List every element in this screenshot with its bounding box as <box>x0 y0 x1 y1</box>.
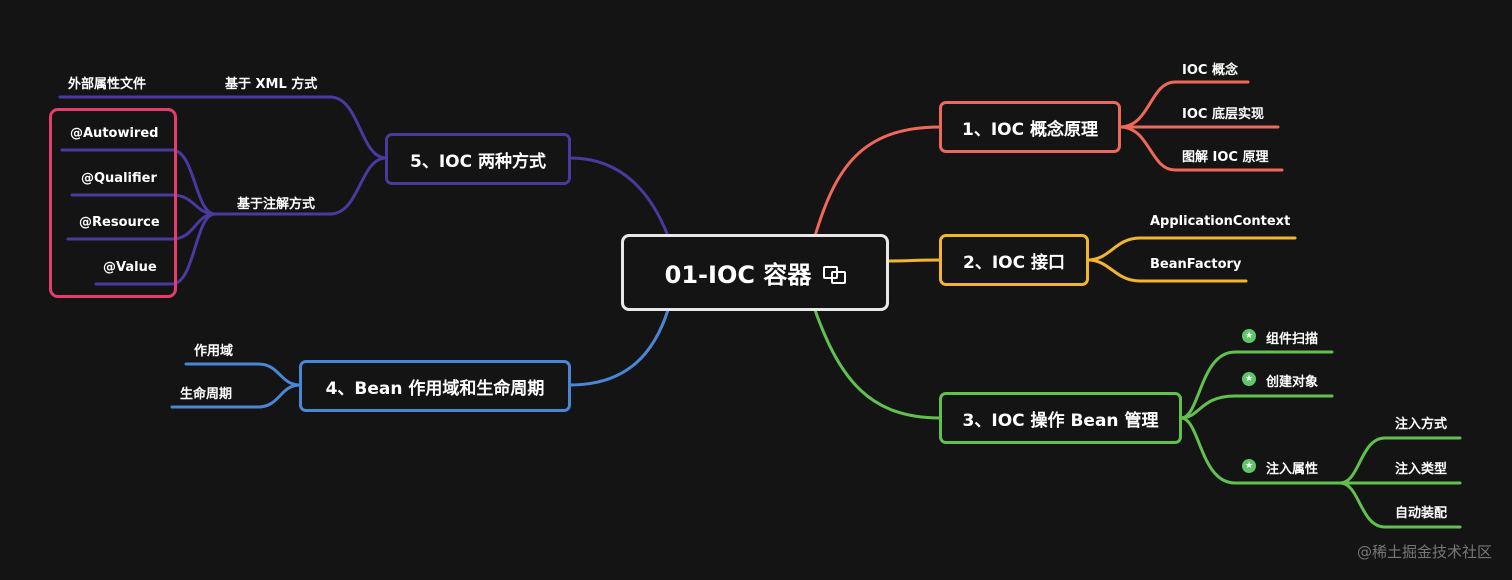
leaf-inject-property[interactable]: 注入属性 <box>1266 462 1319 477</box>
leaf-create-object[interactable]: 创建对象 <box>1266 375 1319 390</box>
edge-b3-s1 <box>1338 436 1462 485</box>
leaf-annotation-way[interactable]: 基于注解方式 <box>237 197 316 212</box>
edge-b1-i1 <box>1118 80 1250 129</box>
leaf-ioc-impl[interactable]: IOC 底层实现 <box>1182 107 1264 122</box>
edge-root-b1 <box>813 125 942 238</box>
branch-bean-management[interactable]: 3、IOC 操作 Bean 管理 <box>939 392 1182 444</box>
edge-b5-xml <box>220 95 388 160</box>
branch-ioc-two-ways[interactable]: 5、IOC 两种方式 <box>385 133 571 185</box>
leaf-component-scan[interactable]: 组件扫描 <box>1266 332 1319 347</box>
link-copy-icon <box>823 264 847 284</box>
branch-ioc-concept[interactable]: 1、IOC 概念原理 <box>939 101 1121 153</box>
edge-b4-i1 <box>184 362 302 387</box>
branch-ioc-interface-label: 2、IOC 接口 <box>963 252 1065 273</box>
edge-b3-i3 <box>1179 416 1342 485</box>
leaf-autowired[interactable]: @Autowired <box>70 126 159 141</box>
root-node[interactable]: 01-IOC 容器 <box>621 234 889 311</box>
edge-b5-anno <box>213 156 388 216</box>
leaf-inject-method[interactable]: 注入方式 <box>1395 417 1448 432</box>
leaf-ioc-concept[interactable]: IOC 概念 <box>1182 63 1238 78</box>
leaf-scope[interactable]: 作用域 <box>194 344 234 359</box>
branch-bean-scope[interactable]: 4、Bean 作用域和生命周期 <box>299 360 571 412</box>
edge-root-b4 <box>568 308 670 387</box>
leaf-ioc-diagram[interactable]: 图解 IOC 原理 <box>1182 150 1269 165</box>
leaf-autowire[interactable]: 自动装配 <box>1395 506 1448 521</box>
star-icon: ★ <box>1242 329 1256 343</box>
branch-bean-management-label: 3、IOC 操作 Bean 管理 <box>962 410 1159 431</box>
leaf-external-properties[interactable]: 外部属性文件 <box>68 77 147 92</box>
leaf-inject-type[interactable]: 注入类型 <box>1395 462 1448 477</box>
leaf-xml-way[interactable]: 基于 XML 方式 <box>225 77 318 92</box>
edge-b3-i2 <box>1179 394 1334 420</box>
branch-ioc-two-ways-label: 5、IOC 两种方式 <box>410 151 546 172</box>
leaf-lifecycle[interactable]: 生命周期 <box>180 387 233 402</box>
branch-bean-scope-label: 4、Bean 作用域和生命周期 <box>325 378 545 399</box>
edge-b3-i1 <box>1179 350 1334 420</box>
edge-root-b2 <box>886 258 942 263</box>
leaf-value[interactable]: @Value <box>103 260 157 275</box>
edge-b2-i2 <box>1086 258 1248 283</box>
watermark: @稀土掘金技术社区 <box>1356 543 1492 561</box>
branch-ioc-interface[interactable]: 2、IOC 接口 <box>939 234 1089 286</box>
branch-ioc-concept-label: 1、IOC 概念原理 <box>962 119 1098 140</box>
leaf-bean-factory[interactable]: BeanFactory <box>1150 257 1242 272</box>
leaf-qualifier[interactable]: @Qualifier <box>81 171 157 186</box>
edge-b3-s3 <box>1338 481 1462 529</box>
edge-b5-a1 <box>60 148 217 216</box>
edge-b1-i3 <box>1118 125 1284 172</box>
star-icon: ★ <box>1242 459 1256 473</box>
leaf-resource[interactable]: @Resource <box>79 215 160 230</box>
annotation-highlight-box <box>49 108 177 298</box>
star-icon: ★ <box>1242 372 1256 386</box>
leaf-application-context[interactable]: ApplicationContext <box>1150 214 1291 229</box>
edge-b5-a4 <box>94 212 217 286</box>
edge-root-b5 <box>568 156 670 238</box>
root-label: 01-IOC 容器 <box>664 261 812 289</box>
edge-root-b3 <box>813 308 942 420</box>
edge-b4-i2 <box>170 383 302 409</box>
